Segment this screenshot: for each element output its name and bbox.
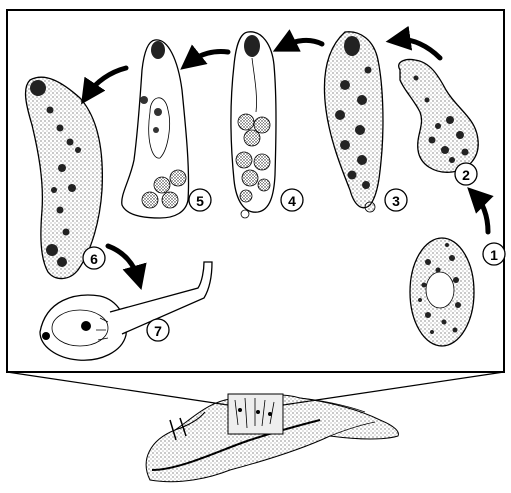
svg-text:2: 2 bbox=[462, 167, 470, 183]
svg-text:5: 5 bbox=[196, 193, 204, 209]
zoom-line-left bbox=[7, 372, 228, 405]
stage-1-organism bbox=[410, 238, 474, 346]
snail-host bbox=[146, 394, 398, 482]
svg-text:4: 4 bbox=[288, 193, 296, 209]
stage-5-label: 5 bbox=[189, 189, 211, 211]
stage-7-label: 7 bbox=[147, 319, 169, 341]
svg-text:3: 3 bbox=[392, 193, 400, 209]
stage-3-label: 3 bbox=[385, 189, 407, 211]
svg-text:6: 6 bbox=[90, 251, 98, 267]
stage-4-label: 4 bbox=[281, 189, 303, 211]
snail-inset-highlight bbox=[228, 394, 283, 434]
stage-2-label: 2 bbox=[455, 163, 477, 185]
svg-text:1: 1 bbox=[490, 247, 498, 263]
stage-1-label: 1 bbox=[483, 243, 505, 265]
svg-text:7: 7 bbox=[154, 323, 162, 339]
stage-4-organism bbox=[231, 32, 276, 218]
stage-6-label: 6 bbox=[83, 247, 105, 269]
